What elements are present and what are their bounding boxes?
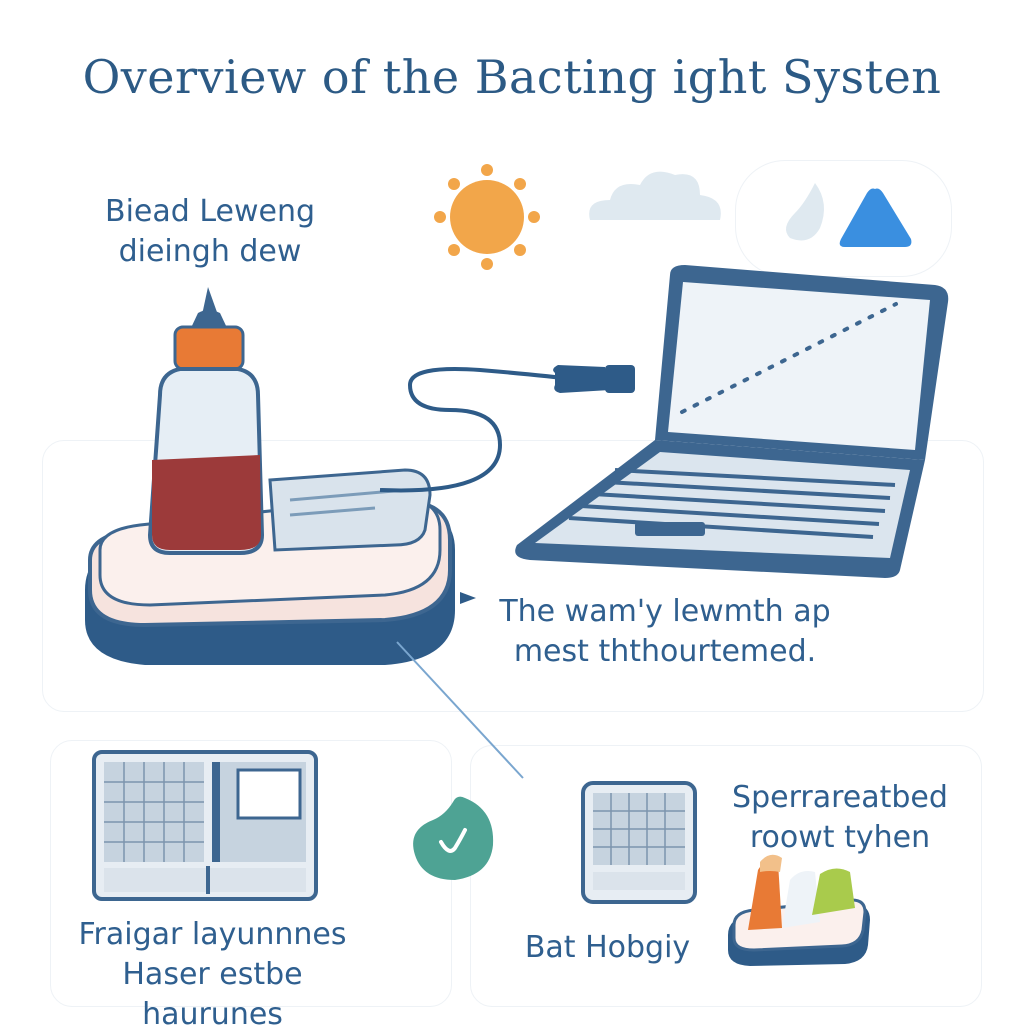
control-panel-caption-line-1: Fraigar layunnnes bbox=[78, 917, 347, 952]
control-panel-icon bbox=[92, 750, 318, 901]
raindrop-icon bbox=[786, 183, 824, 241]
device-caption-line-1: Biead Leweng bbox=[104, 194, 316, 229]
control-panel-caption-line-2: Haser estbe haurunes bbox=[122, 957, 303, 1032]
device-caption: Biead Leweng dieingh dew bbox=[70, 192, 350, 272]
bottom-right-panel bbox=[470, 745, 982, 1007]
usb-cable bbox=[379, 365, 635, 493]
control-panel-caption: Fraigar layunnnes Haser estbe haurunes bbox=[55, 915, 370, 1035]
pointer-arrow-icon bbox=[460, 592, 476, 604]
main-panel bbox=[42, 440, 984, 712]
system-caption-line-2: mest ththourtemed. bbox=[513, 634, 817, 669]
triangle-icon bbox=[839, 188, 912, 247]
page-title: Overview of the Bacting ight Systen bbox=[82, 50, 942, 104]
separated-caption: Sperrareatbed roowt tyhen bbox=[715, 778, 965, 858]
system-caption-line-1: The wam'y lewmth ap bbox=[499, 594, 831, 629]
connector-line bbox=[396, 641, 524, 779]
laptop-icon bbox=[515, 265, 949, 578]
cloud-icon bbox=[589, 171, 721, 220]
weather-panel bbox=[735, 160, 952, 277]
laptop-screen-trend-line bbox=[680, 302, 898, 414]
system-caption: The wam'y lewmth ap mest ththourtemed. bbox=[490, 592, 840, 672]
separated-caption-line-2: roowt tyhen bbox=[749, 820, 931, 855]
battery-grid-icon bbox=[581, 781, 697, 904]
mini-heater-icon bbox=[728, 854, 870, 966]
liquid-bottle bbox=[147, 287, 265, 555]
leaf-check-icon bbox=[413, 796, 494, 880]
sun-icon bbox=[434, 164, 540, 270]
device-caption-line-2: dieingh dew bbox=[118, 234, 302, 269]
separated-caption-line-1: Sperrareatbed bbox=[732, 780, 948, 815]
battery-caption: Bat Hobgiy bbox=[524, 930, 691, 965]
